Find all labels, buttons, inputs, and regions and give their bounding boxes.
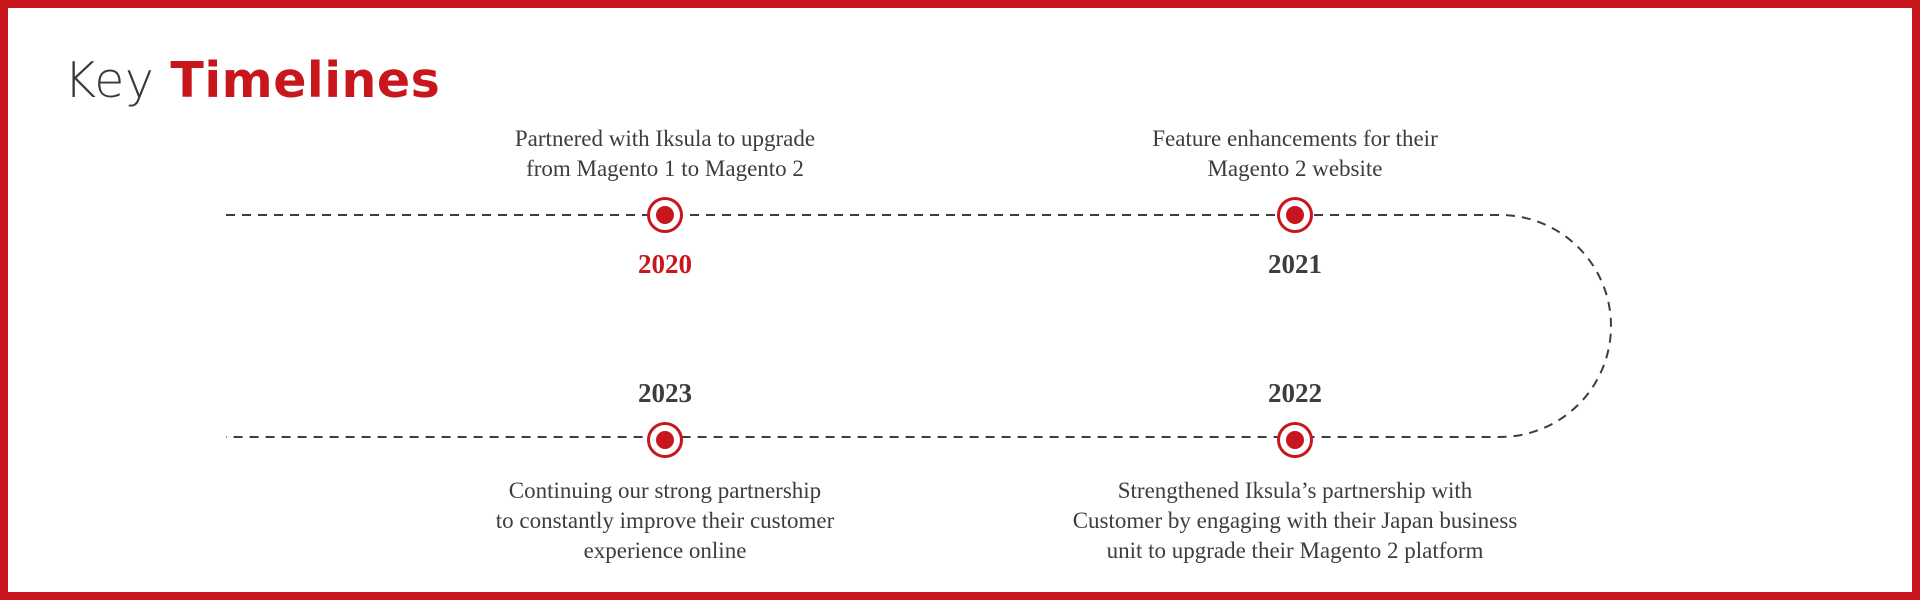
milestone-2022-marker	[1277, 422, 1313, 458]
description-line: Partnered with Iksula to upgrade	[514, 126, 816, 151]
title-light: Key	[64, 52, 155, 109]
description-line: Magento 2 website	[1207, 156, 1383, 181]
description-line: Strengthened Iksula’s partnership with	[1117, 478, 1473, 503]
milestone-2023-description: Continuing our strong partnership to con…	[355, 476, 975, 566]
milestone-2020-year: 2020	[638, 249, 692, 279]
description-line: experience online	[583, 538, 747, 563]
description-line: Customer by engaging with their Japan bu…	[1072, 508, 1518, 533]
milestone-2022-year: 2022	[1268, 378, 1322, 408]
marker-dot	[656, 206, 674, 224]
marker-dot	[1286, 206, 1304, 224]
description-line: from Magento 1 to Magento 2	[526, 156, 804, 181]
description-line: unit to upgrade their Magento 2 platform	[1106, 538, 1484, 563]
milestone-2020-description: Partnered with Iksula to upgrade from Ma…	[355, 124, 975, 184]
milestone-2023-marker	[647, 422, 683, 458]
description-line: to constantly improve their customer	[495, 508, 835, 533]
title-bold: Timelines	[170, 52, 441, 109]
description-line: Feature enhancements for their	[1152, 126, 1438, 151]
milestone-2022-description: Strengthened Iksula’s partnership with C…	[985, 476, 1605, 566]
marker-dot	[1286, 431, 1304, 449]
milestone-2020-marker	[647, 197, 683, 233]
description-line: Continuing our strong partnership	[508, 478, 822, 503]
milestone-2023-year: 2023	[638, 378, 692, 408]
milestone-2021-description: Feature enhancements for their Magento 2…	[985, 124, 1605, 184]
timeline-path	[226, 214, 1612, 438]
marker-dot	[656, 431, 674, 449]
milestone-2021-year: 2021	[1268, 249, 1322, 279]
milestone-2021-marker	[1277, 197, 1313, 233]
page-title: Key Timelines	[64, 48, 440, 114]
